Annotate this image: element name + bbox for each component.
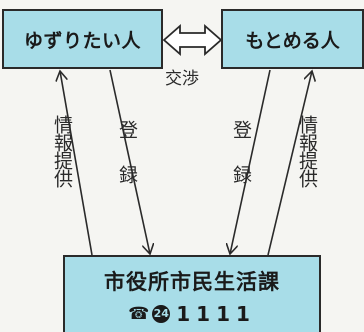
giver-box: ゆずりたい人 [2,9,163,69]
negotiate-label: 交渉 [165,69,199,89]
office-name: 市役所市民生活課 [104,269,280,294]
arrow-giver-register [109,69,150,254]
double-arrow-icon [162,24,223,56]
seeker-label: もとめる人 [245,29,340,52]
seeker-box: もとめる人 [221,9,364,69]
arrow-info-to-giver [60,71,93,256]
phone-number: 1111 [176,301,256,326]
info-provide-right-label: 情報提供 [296,115,318,187]
arrow-seeker-register [230,69,271,254]
office-phone: ☎ 24 1111 [128,302,256,326]
info-provide-left-label: 情報提供 [51,115,73,187]
register-left-label: 登録 [116,120,138,210]
phone-area-code: 24 [152,304,171,323]
phone-icon: ☎ [128,303,150,324]
register-right-label: 登録 [230,120,252,210]
city-office-box: 市役所市民生活課 ☎ 24 1111 [63,255,321,332]
arrow-info-to-seeker [267,71,312,256]
giver-label: ゆずりたい人 [23,29,141,52]
